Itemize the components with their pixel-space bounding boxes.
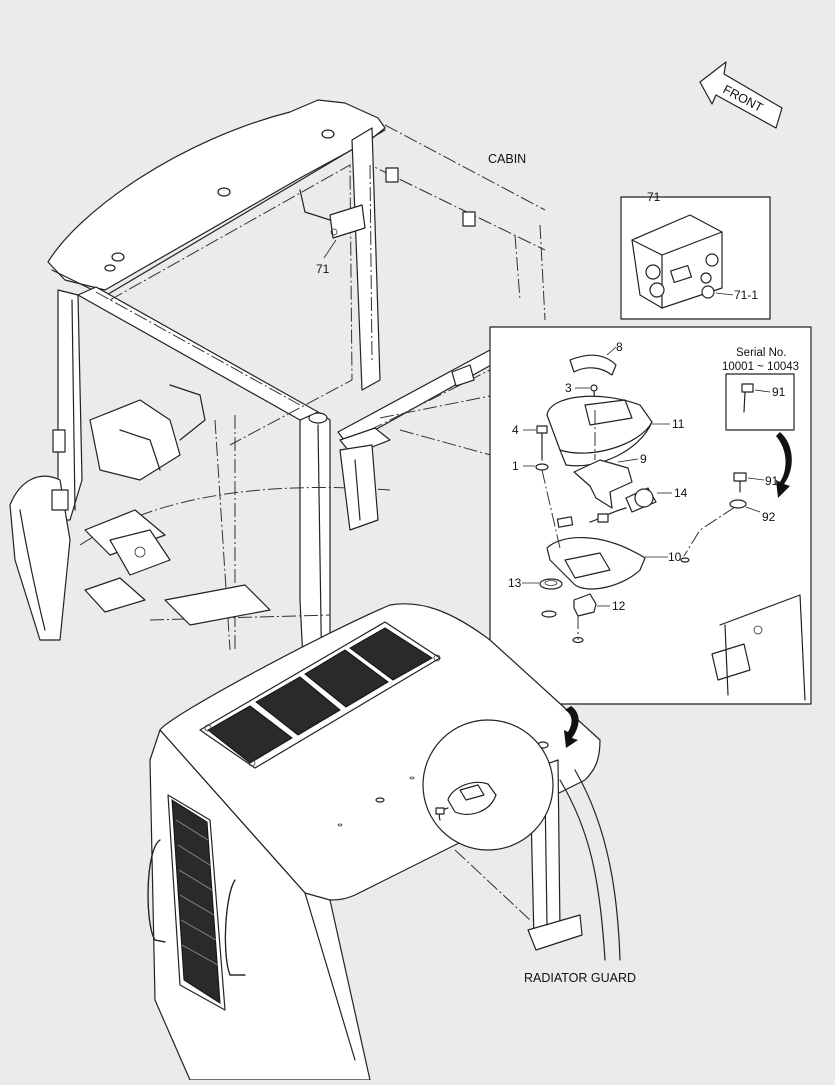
cabin-roof [47,99,386,291]
top-grille [199,621,441,769]
radiator-guard-assembly [147,603,621,1081]
label-cabin: CABIN [488,152,526,166]
callout-10: 10 [668,550,682,564]
callout-8: 8 [616,340,623,354]
lamp-exploded-detail: 8 3 11 4 1 9 14 [489,326,812,705]
side-grille [167,794,226,1011]
callout-12: 12 [612,599,626,613]
callout-71-cabin: 71 [316,262,330,276]
callout-9: 9 [640,452,647,466]
serial-no-range: 10001 ~ 10043 [722,361,799,373]
callout-13: 13 [508,576,522,590]
callout-91-serial: 91 [772,385,786,399]
serial-no-label: Serial No. [736,347,787,359]
callout-71-detail: 71 [647,190,661,204]
callout-1: 1 [512,459,519,473]
callout-91: 91 [765,474,779,488]
label-radiator-guard: RADIATOR GUARD [524,971,636,985]
callout-92: 92 [762,510,776,524]
callout-14: 14 [674,486,688,500]
front-arrow: FRONT [699,61,783,129]
cabin-assembly: 71 [9,99,546,701]
callout-3: 3 [565,381,572,395]
callout-71-1: 71-1 [734,288,758,302]
detail-box-71: 71 71-1 [620,190,771,320]
callout-11: 11 [672,417,685,431]
callout-4: 4 [512,423,519,437]
